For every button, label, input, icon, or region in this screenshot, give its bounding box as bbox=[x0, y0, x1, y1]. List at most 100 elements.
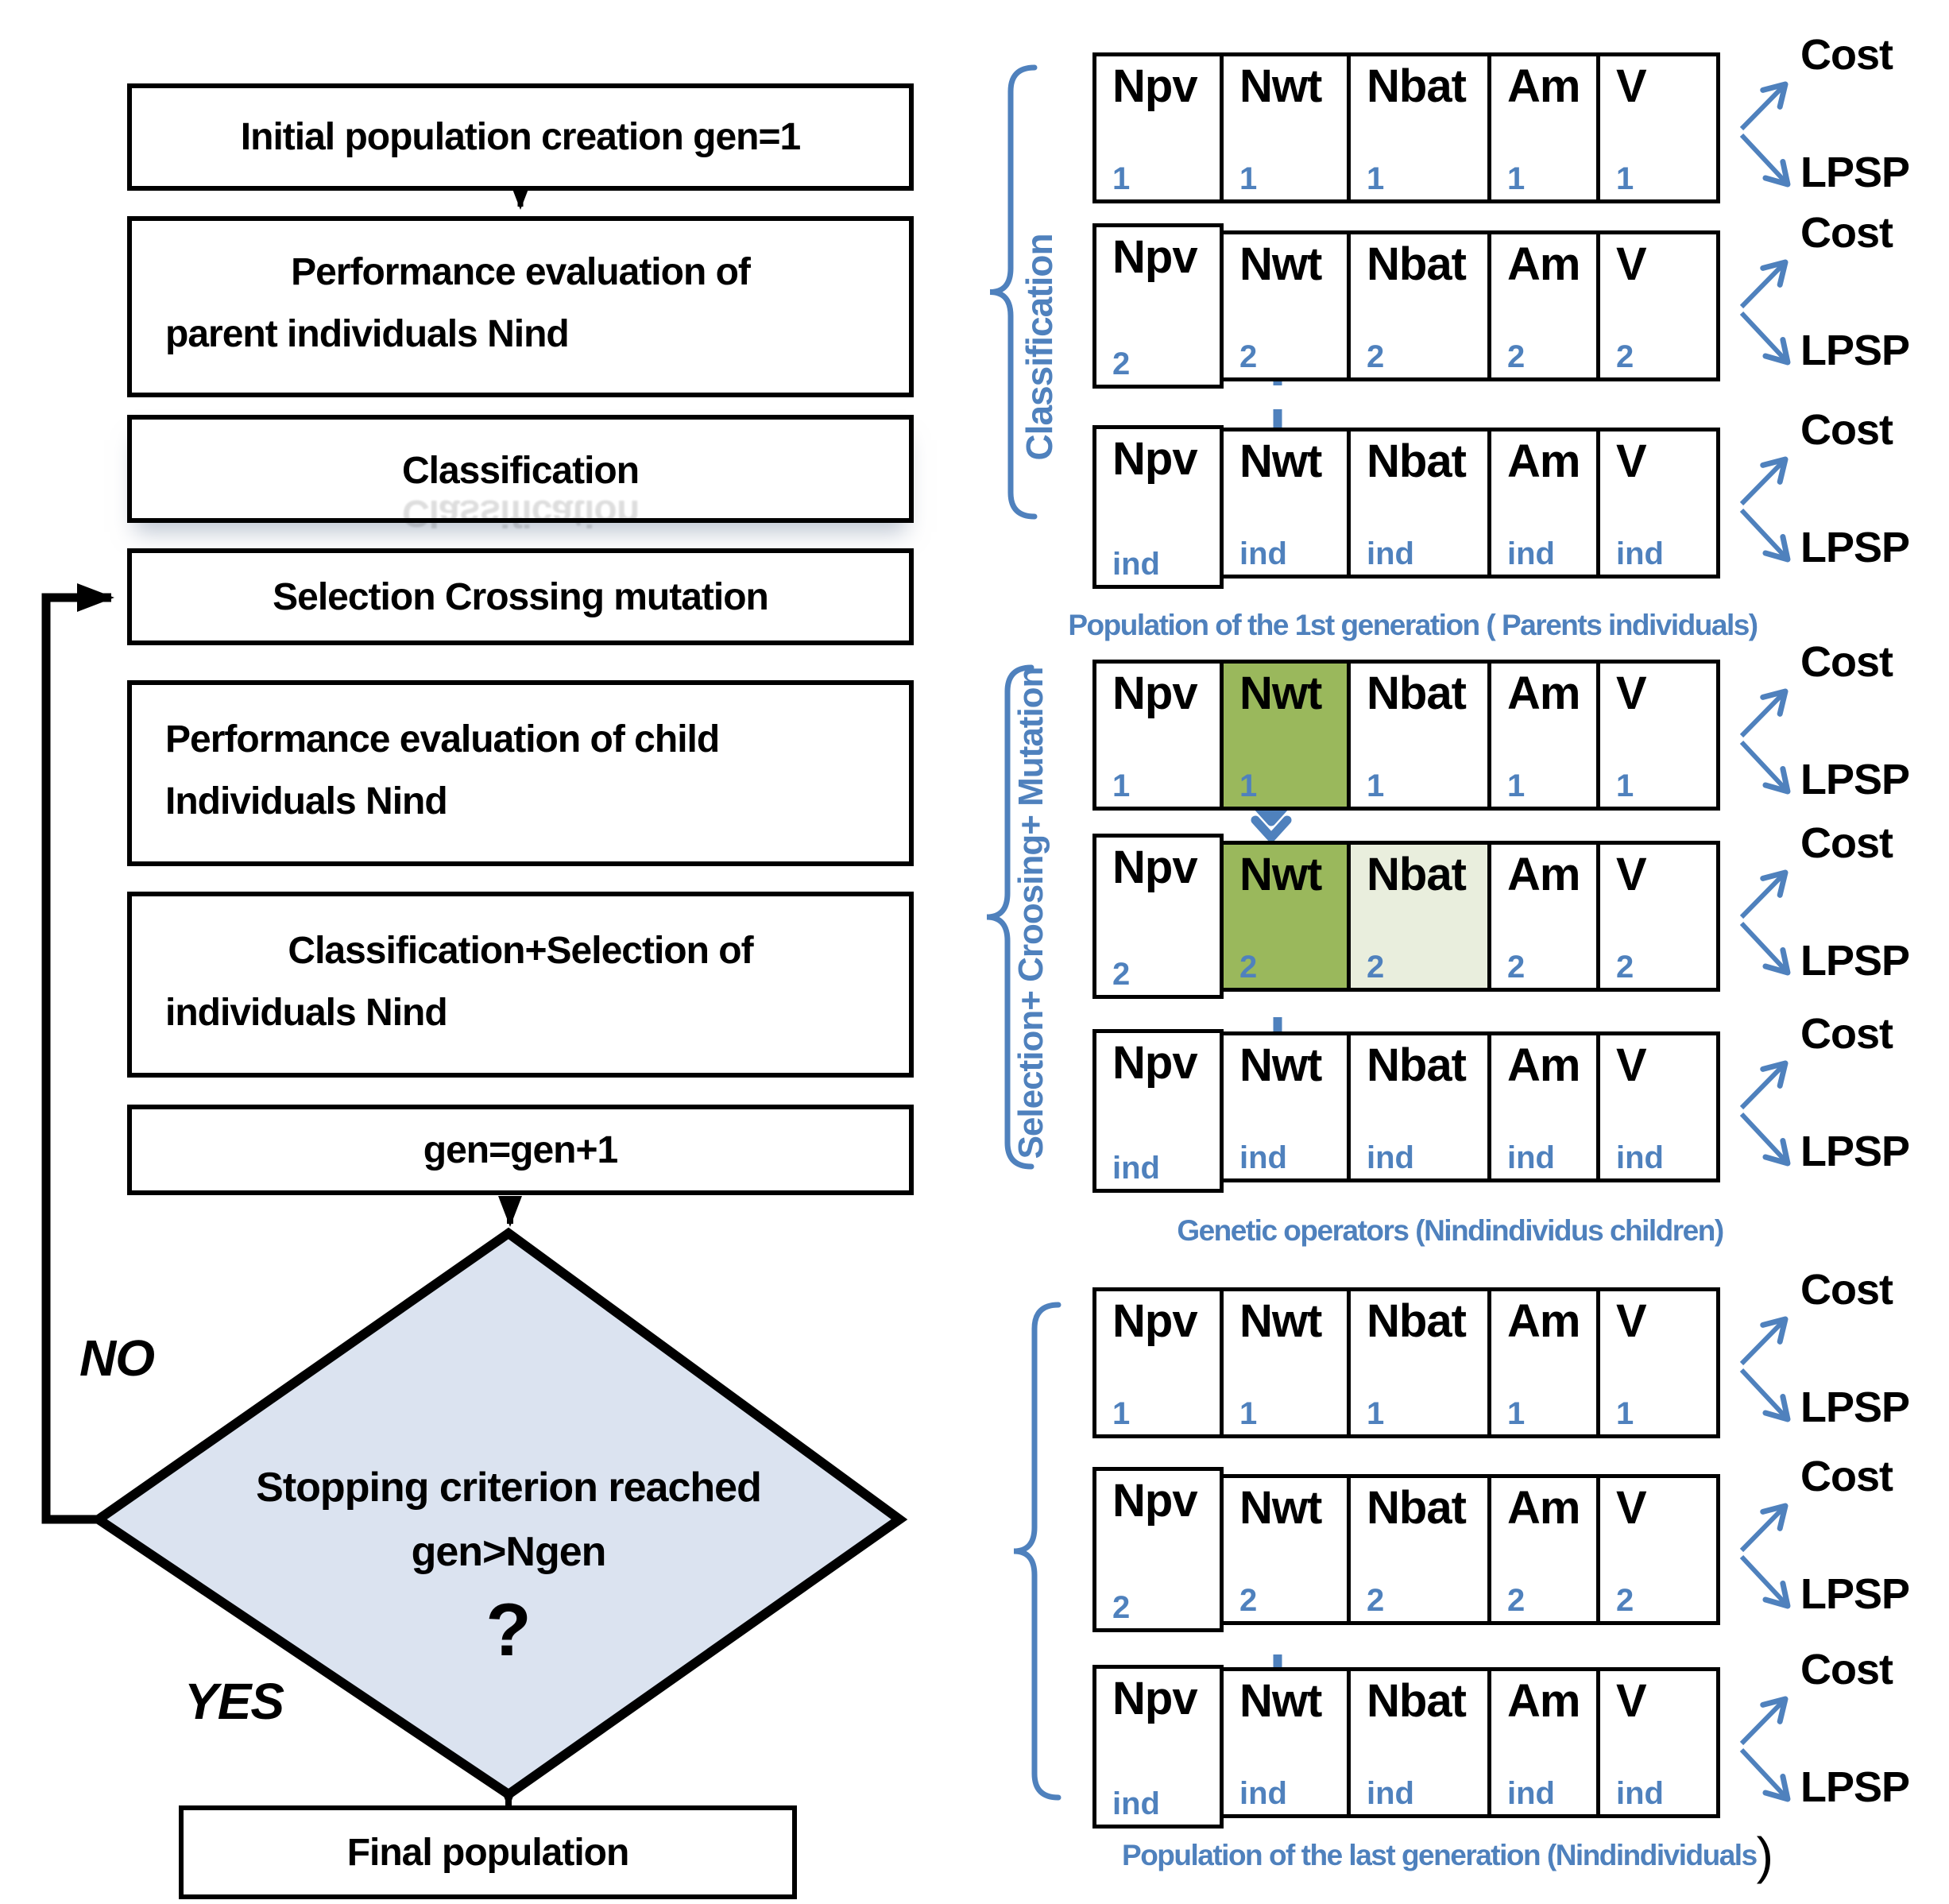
gene-label: V bbox=[1616, 1295, 1647, 1347]
gene-subscript: ind bbox=[1367, 1776, 1414, 1811]
gene-subscript: 1 bbox=[1507, 768, 1526, 803]
gene-subscript: ind bbox=[1112, 1151, 1160, 1186]
gene-subscript: ind bbox=[1616, 1776, 1664, 1811]
box-label-line2: parent individuals Nind bbox=[165, 312, 570, 355]
gene-subscript: ind bbox=[1112, 547, 1160, 582]
decision-line1: Stopping criterion reached bbox=[256, 1465, 762, 1511]
gene-label: V bbox=[1616, 1482, 1647, 1534]
cost-arrow bbox=[1739, 259, 1789, 309]
gene-label: V bbox=[1616, 668, 1647, 719]
gene-label: Am bbox=[1507, 668, 1580, 719]
cost-arrow bbox=[1739, 456, 1789, 506]
gene-cell-am: Am 2 bbox=[1487, 841, 1600, 992]
gene-label: Nbat bbox=[1367, 849, 1467, 900]
box-label-line2: individuals Nind bbox=[165, 991, 448, 1034]
gene-label: Nwt bbox=[1239, 238, 1322, 290]
cost-label: Cost bbox=[1800, 1453, 1893, 1500]
gene-subscript: 1 bbox=[1367, 1396, 1385, 1431]
gene-subscript: 1 bbox=[1239, 768, 1258, 803]
gene-subscript: 1 bbox=[1112, 161, 1131, 196]
gene-subscript: 1 bbox=[1616, 1396, 1634, 1431]
box-label: Final population bbox=[346, 1831, 630, 1874]
cost-label: Cost bbox=[1800, 1266, 1893, 1314]
cost-arrow bbox=[1739, 688, 1789, 738]
gene-subscript: 2 bbox=[1507, 950, 1526, 985]
gene-label: Am bbox=[1507, 1482, 1580, 1534]
cost-arrow bbox=[1739, 81, 1789, 131]
gene-subscript: 2 bbox=[1507, 1583, 1526, 1618]
gene-label: Nbat bbox=[1367, 1039, 1467, 1091]
gene-subscript: ind bbox=[1239, 1776, 1287, 1811]
lpsp-arrow bbox=[1739, 1554, 1791, 1609]
box-label-line1: Classification+Selection of bbox=[288, 930, 753, 972]
gene-subscript: 2 bbox=[1616, 950, 1634, 985]
lpsp-label: LPSP bbox=[1800, 1763, 1910, 1811]
caption-text: Population of the 1st generation ( Paren… bbox=[1068, 609, 1758, 641]
gene-subscript: 1 bbox=[1239, 161, 1258, 196]
gene-subscript: ind bbox=[1507, 1140, 1555, 1175]
no-label: NO bbox=[79, 1329, 155, 1387]
lpsp-arrow bbox=[1739, 921, 1791, 976]
gene-subscript: ind bbox=[1616, 1140, 1664, 1175]
bracket-label-group2: Selection+ Croosing+ Mutation bbox=[1011, 667, 1050, 1159]
gene-label: Nbat bbox=[1367, 238, 1467, 290]
gene-label: V bbox=[1616, 1675, 1647, 1727]
decision-line2: gen>Ngen bbox=[411, 1528, 607, 1575]
flowchart-box-performance-child: Performance evaluation of child Individu… bbox=[127, 680, 914, 866]
gene-label: Nwt bbox=[1239, 60, 1322, 112]
gene-subscript: 2 bbox=[1367, 950, 1385, 985]
gene-subscript: 1 bbox=[1507, 161, 1526, 196]
lpsp-label: LPSP bbox=[1800, 1383, 1910, 1431]
lpsp-arrow bbox=[1739, 1112, 1791, 1167]
lpsp-label: LPSP bbox=[1800, 524, 1910, 571]
gene-label: V bbox=[1616, 1039, 1647, 1091]
cost-label: Cost bbox=[1800, 1646, 1893, 1693]
gene-label: Npv bbox=[1112, 842, 1198, 893]
gene-subscript: 1 bbox=[1616, 768, 1634, 803]
gene-label: Npv bbox=[1112, 1673, 1198, 1724]
gene-label: Nwt bbox=[1239, 1039, 1322, 1091]
gene-label: Nwt bbox=[1239, 1482, 1322, 1534]
gene-subscript: 1 bbox=[1367, 161, 1385, 196]
flowchart-box-classification-selection: Classification+Selection of individuals … bbox=[127, 892, 914, 1078]
bracket-last-generation bbox=[1013, 1302, 1062, 1801]
lpsp-arrow bbox=[1739, 1368, 1791, 1422]
box-label-line1: Performance evaluation of bbox=[291, 251, 751, 293]
gene-label: Npv bbox=[1112, 1037, 1198, 1089]
caption-text: Population of the last generation (Nindi… bbox=[1122, 1839, 1758, 1871]
decision-question-mark: ? bbox=[485, 1588, 532, 1672]
cost-label: Cost bbox=[1800, 209, 1893, 257]
lpsp-label: LPSP bbox=[1800, 1570, 1910, 1618]
decision-text: Stopping criterion reached gen>Ngen ? bbox=[191, 1456, 826, 1671]
gene-label: Am bbox=[1507, 849, 1580, 900]
box-label: gen=gen+1 bbox=[423, 1128, 618, 1171]
gene-subscript: ind bbox=[1239, 1140, 1287, 1175]
gene-subscript: 2 bbox=[1616, 339, 1634, 374]
box-label-line1: Performance evaluation of child bbox=[165, 718, 720, 760]
gene-label: Nbat bbox=[1367, 435, 1467, 487]
flowchart-box-selection-crossing-mutation: Selection Crossing mutation bbox=[127, 548, 914, 645]
caption-group3: Population of the last generation (Nindi… bbox=[1074, 1826, 1821, 1885]
